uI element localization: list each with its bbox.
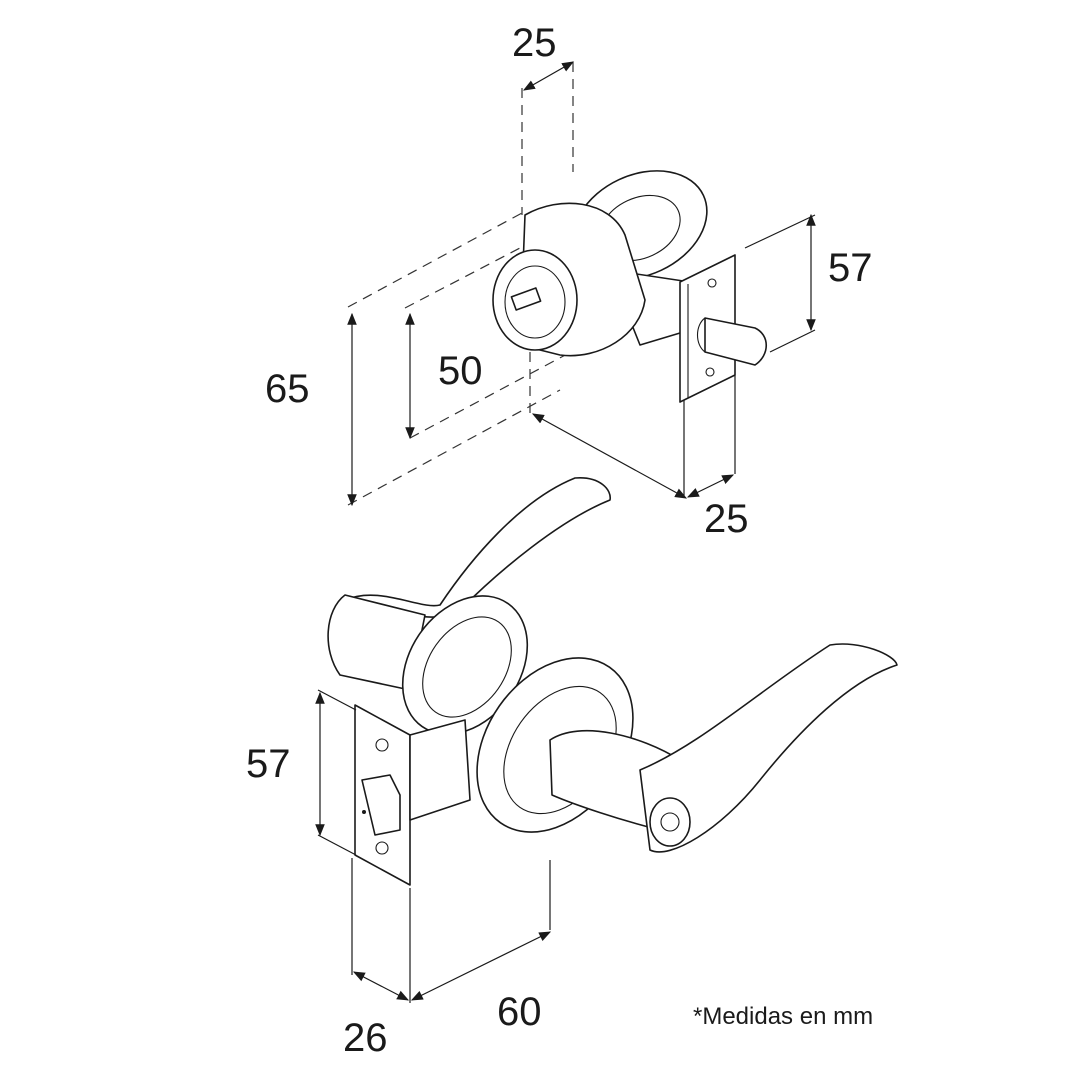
deadbolt-drawing: 25 57 65 50 25 [265,21,873,541]
dim-plate-width-line [352,971,410,1001]
latch-housing [409,719,471,821]
deadbolt-bolt [704,317,768,366]
dim-plate-width: 26 [343,1016,388,1060]
screw-hole [707,278,717,288]
keyhole-icon [660,812,680,832]
rear-cylinder [327,594,426,691]
lever-lock-drawing: 57 60 26 [246,477,898,1060]
ext-line [317,689,357,711]
units-note: *Medidas en mm [693,1003,874,1030]
dim-lever-backset-line [410,931,552,1001]
dim-latch-plate-height: 57 [828,246,873,290]
dim-backset-line [531,413,688,499]
dim-top-width: 25 [512,21,557,65]
dim-depth-line [686,474,735,498]
dim-lever-plate-height: 57 [246,742,291,786]
latch-dot [362,810,366,814]
bolt-end [696,317,706,353]
ext-line [769,329,816,353]
screw-hole [375,841,389,855]
ext-line [317,834,357,856]
screw-hole [705,367,715,377]
key-slot-icon [510,287,542,311]
screw-hole [375,738,389,752]
dim-lever-backset: 60 [497,990,542,1034]
ext-line [744,214,816,249]
cylinder-face-inner [504,265,566,339]
rear-rose-inner [422,616,512,718]
dim-outer-height: 65 [265,367,310,411]
dim-depth: 25 [704,497,749,541]
key-cylinder [649,797,691,847]
dim-inner-height: 50 [438,349,483,393]
ext-line [347,389,561,506]
front-lever [639,643,898,853]
latch-bolt [361,774,401,836]
dim-top-width-line [522,61,575,91]
ext-line [404,247,521,309]
